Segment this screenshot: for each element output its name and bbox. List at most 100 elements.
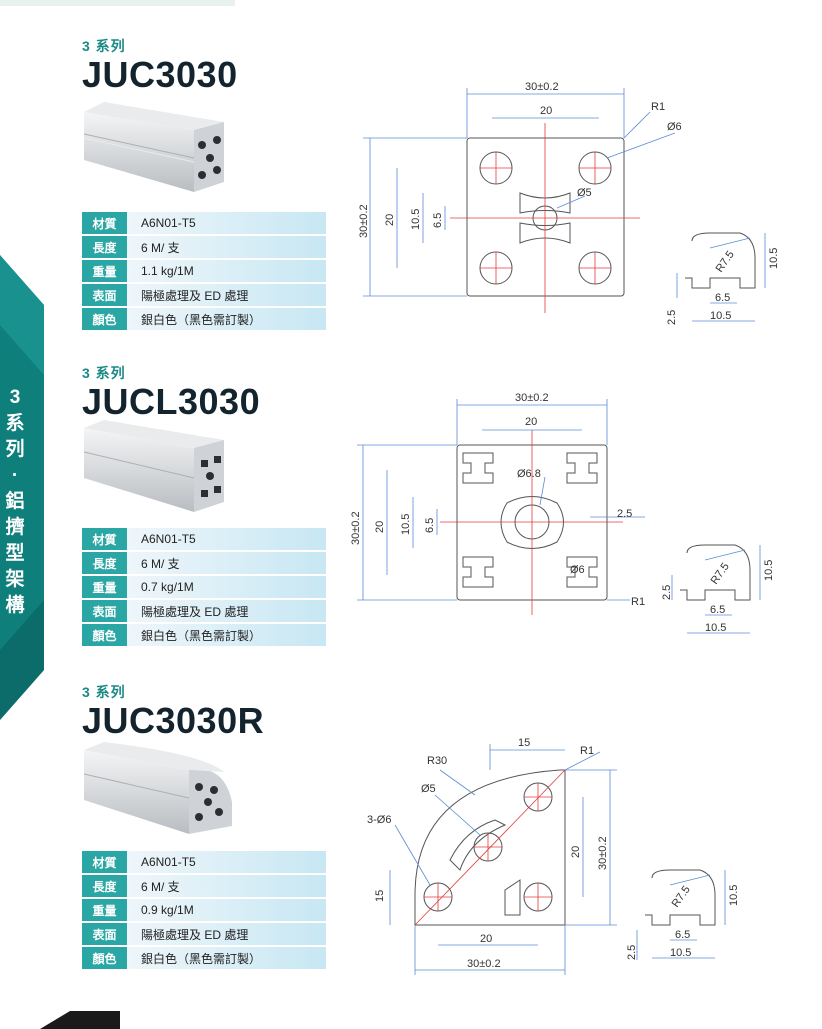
model-title: JUC3030 xyxy=(82,54,238,95)
side-char: 擠 xyxy=(5,517,25,538)
dim-holes: 3-Ø6 xyxy=(367,814,391,826)
dim-hole: Ø6 xyxy=(570,564,585,576)
spec-key: 重量 xyxy=(82,899,127,921)
slot-w2: 10.5 xyxy=(705,622,726,634)
spec-key: 顏色 xyxy=(82,308,127,330)
dim-d2: 6.5 xyxy=(432,213,444,228)
dim-outer-height: 30±0.2 xyxy=(358,204,370,238)
spec-row: 表面陽極處理及 ED 處理 xyxy=(82,600,326,622)
spec-value: A6N01-T5 xyxy=(127,528,326,550)
spec-value: 陽極處理及 ED 處理 xyxy=(127,284,326,306)
slot-detail: R7.5 10.5 2.5 6.5 10.5 xyxy=(626,869,740,960)
slot-gap: 2.5 xyxy=(661,585,673,600)
spec-value: 6 M/ 支 xyxy=(127,236,326,258)
dim-radius: R1 xyxy=(651,101,665,113)
dim-d1: 10.5 xyxy=(410,209,422,230)
spec-value: 銀白色（黑色需訂製） xyxy=(127,947,326,969)
spec-row: 顏色銀白色（黑色需訂製） xyxy=(82,947,326,969)
spec-key: 顏色 xyxy=(82,624,127,646)
side-tab xyxy=(0,255,44,720)
spec-key: 重量 xyxy=(82,576,127,598)
spec-value: 銀白色（黑色需訂製） xyxy=(127,308,326,330)
dim-hole: Ø6 xyxy=(667,121,682,133)
dim-center: Ø5 xyxy=(577,187,592,199)
spec-key: 長度 xyxy=(82,236,127,258)
spec-row: 顏色銀白色（黑色需訂製） xyxy=(82,624,326,646)
slot-radius: R7.5 xyxy=(670,884,693,910)
spec-key: 材質 xyxy=(82,528,127,550)
drawing-juc3030r: 15 R1 R30 Ø5 3-Ø6 15 20 30±0.2 20 30±0.2… xyxy=(367,737,740,975)
spec-value: 1.1 kg/1M xyxy=(127,260,326,282)
dim-top: 15 xyxy=(518,737,530,749)
slot-detail: R7.5 10.5 2.5 6.5 10.5 xyxy=(666,232,780,325)
section-juc3030r: 3 系列 JUC3030R xyxy=(82,682,264,742)
slot-height: 10.5 xyxy=(728,885,740,906)
spec-key: 重量 xyxy=(82,260,127,282)
spec-row: 表面陽極處理及 ED 處理 xyxy=(82,284,326,306)
slot-w1: 6.5 xyxy=(710,604,725,616)
slot-height: 10.5 xyxy=(763,560,775,581)
dim-d1: 10.5 xyxy=(400,514,412,535)
spec-key: 長度 xyxy=(82,875,127,897)
spec-value: 6 M/ 支 xyxy=(127,875,326,897)
dim-radius: R1 xyxy=(580,745,594,757)
spec-value: 0.7 kg/1M xyxy=(127,576,326,598)
dim-wall: 2.5 xyxy=(617,508,632,520)
dim-inner-v: 20 xyxy=(570,846,582,858)
slot-w2: 10.5 xyxy=(710,310,731,322)
dim-inner-height: 20 xyxy=(384,214,396,226)
dim-inner-width: 20 xyxy=(540,105,552,117)
dim-d2: 6.5 xyxy=(424,518,436,533)
spec-key: 表面 xyxy=(82,284,127,306)
series-label: 3 系列 xyxy=(82,684,126,700)
spec-key: 材質 xyxy=(82,212,127,234)
dim-center: Ø6.8 xyxy=(517,468,541,480)
dim-left: 15 xyxy=(374,890,386,902)
side-char: 鋁 xyxy=(5,491,25,512)
dim-outer-width: 30±0.2 xyxy=(515,392,549,404)
dim-inner-width: 20 xyxy=(525,416,537,428)
series-label: 3 系列 xyxy=(82,365,126,381)
spec-value: A6N01-T5 xyxy=(127,212,326,234)
slot-height: 10.5 xyxy=(768,248,780,269)
drawing-jucl3030: 30±0.2 20 Ø6.8 Ø6 2.5 R1 30±0.2 20 10.5 … xyxy=(350,392,775,634)
spec-row: 顏色銀白色（黑色需訂製） xyxy=(82,308,326,330)
slot-gap: 2.5 xyxy=(626,945,638,960)
side-char: 構 xyxy=(5,595,25,616)
product-photo-juc3030 xyxy=(84,102,224,192)
spec-key: 長度 xyxy=(82,552,127,574)
spec-key: 材質 xyxy=(82,851,127,873)
side-label: 3 系 列 · 鋁 擠 型 架 構 xyxy=(0,385,30,619)
slot-w1: 6.5 xyxy=(675,929,690,941)
side-char: 3 xyxy=(9,387,21,408)
slot-radius: R7.5 xyxy=(709,561,732,587)
side-char: · xyxy=(11,465,19,486)
spec-key: 顏色 xyxy=(82,947,127,969)
dim-center: Ø5 xyxy=(421,783,436,795)
spec-value: A6N01-T5 xyxy=(127,851,326,873)
spec-value: 陽極處理及 ED 處理 xyxy=(127,923,326,945)
slot-w1: 6.5 xyxy=(715,292,730,304)
slot-radius: R7.5 xyxy=(714,249,737,275)
dim-outer-v: 30±0.2 xyxy=(597,836,609,870)
spec-value: 0.9 kg/1M xyxy=(127,899,326,921)
spec-value: 陽極處理及 ED 處理 xyxy=(127,600,326,622)
model-title: JUC3030R xyxy=(82,700,265,741)
top-strip xyxy=(0,0,235,6)
spec-key: 表面 xyxy=(82,923,127,945)
dim-r30: R30 xyxy=(427,755,447,767)
slot-gap: 2.5 xyxy=(666,310,678,325)
spec-value: 銀白色（黑色需訂製） xyxy=(127,624,326,646)
spec-key: 表面 xyxy=(82,600,127,622)
